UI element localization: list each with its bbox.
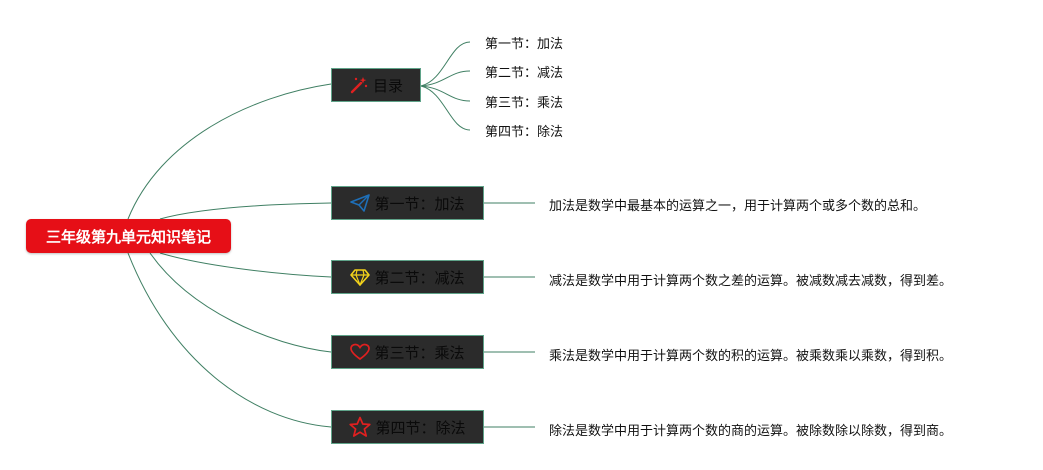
connector-root-section-1 <box>159 202 332 220</box>
toc-item-3[interactable]: 第三节：乘法 <box>485 96 564 111</box>
root-node[interactable]: 三年级第九单元知识笔记 <box>26 219 231 253</box>
toc-node[interactable]: 目录 <box>331 68 421 102</box>
connector-root-section-2 <box>159 252 332 278</box>
section-node-multiplication[interactable]: 第三节：乘法 <box>331 335 484 369</box>
connector-root-section-3 <box>149 252 332 353</box>
root-label: 三年级第九单元知识笔记 <box>45 227 211 246</box>
section-label: 第二节：减法 <box>374 268 465 287</box>
connector-toc-leaf-3 <box>420 85 471 102</box>
toc-item-1[interactable]: 第一节：加法 <box>485 37 564 52</box>
magic-wand-icon <box>350 77 368 94</box>
connector-toc-leaf-1 <box>420 41 471 87</box>
heart-icon <box>350 343 371 361</box>
paper-plane-icon <box>350 194 371 212</box>
section-node-addition[interactable]: 第一节：加法 <box>331 186 484 220</box>
connector-toc-leaf-2 <box>420 70 471 87</box>
section-description-division: 除法是数学中用于计算两个数的商的运算。被除数除以除数，得到商。 <box>549 424 953 439</box>
connector-root-toc <box>127 83 332 220</box>
toc-item-2[interactable]: 第二节：减法 <box>485 66 564 81</box>
connector-root-section-4 <box>127 252 332 428</box>
toc-label: 目录 <box>372 76 403 95</box>
section-description-subtraction: 减法是数学中用于计算两个数之差的运算。被减数减去减数，得到差。 <box>549 274 953 289</box>
section-label: 第一节：加法 <box>374 194 465 213</box>
section-description-multiplication: 乘法是数学中用于计算两个数的积的运算。被乘数乘以乘数，得到积。 <box>549 349 953 364</box>
section-label: 第四节：除法 <box>375 418 466 437</box>
section-description-addition: 加法是数学中最基本的运算之一，用于计算两个或多个数的总和。 <box>549 199 927 214</box>
section-node-division[interactable]: 第四节：除法 <box>331 410 484 444</box>
connector-toc-leaf-4 <box>420 85 471 131</box>
star-icon <box>349 416 372 437</box>
section-label: 第三节：乘法 <box>374 343 465 362</box>
toc-item-4[interactable]: 第四节：除法 <box>485 125 564 140</box>
diamond-icon <box>350 269 371 286</box>
section-node-subtraction[interactable]: 第二节：减法 <box>331 260 484 294</box>
